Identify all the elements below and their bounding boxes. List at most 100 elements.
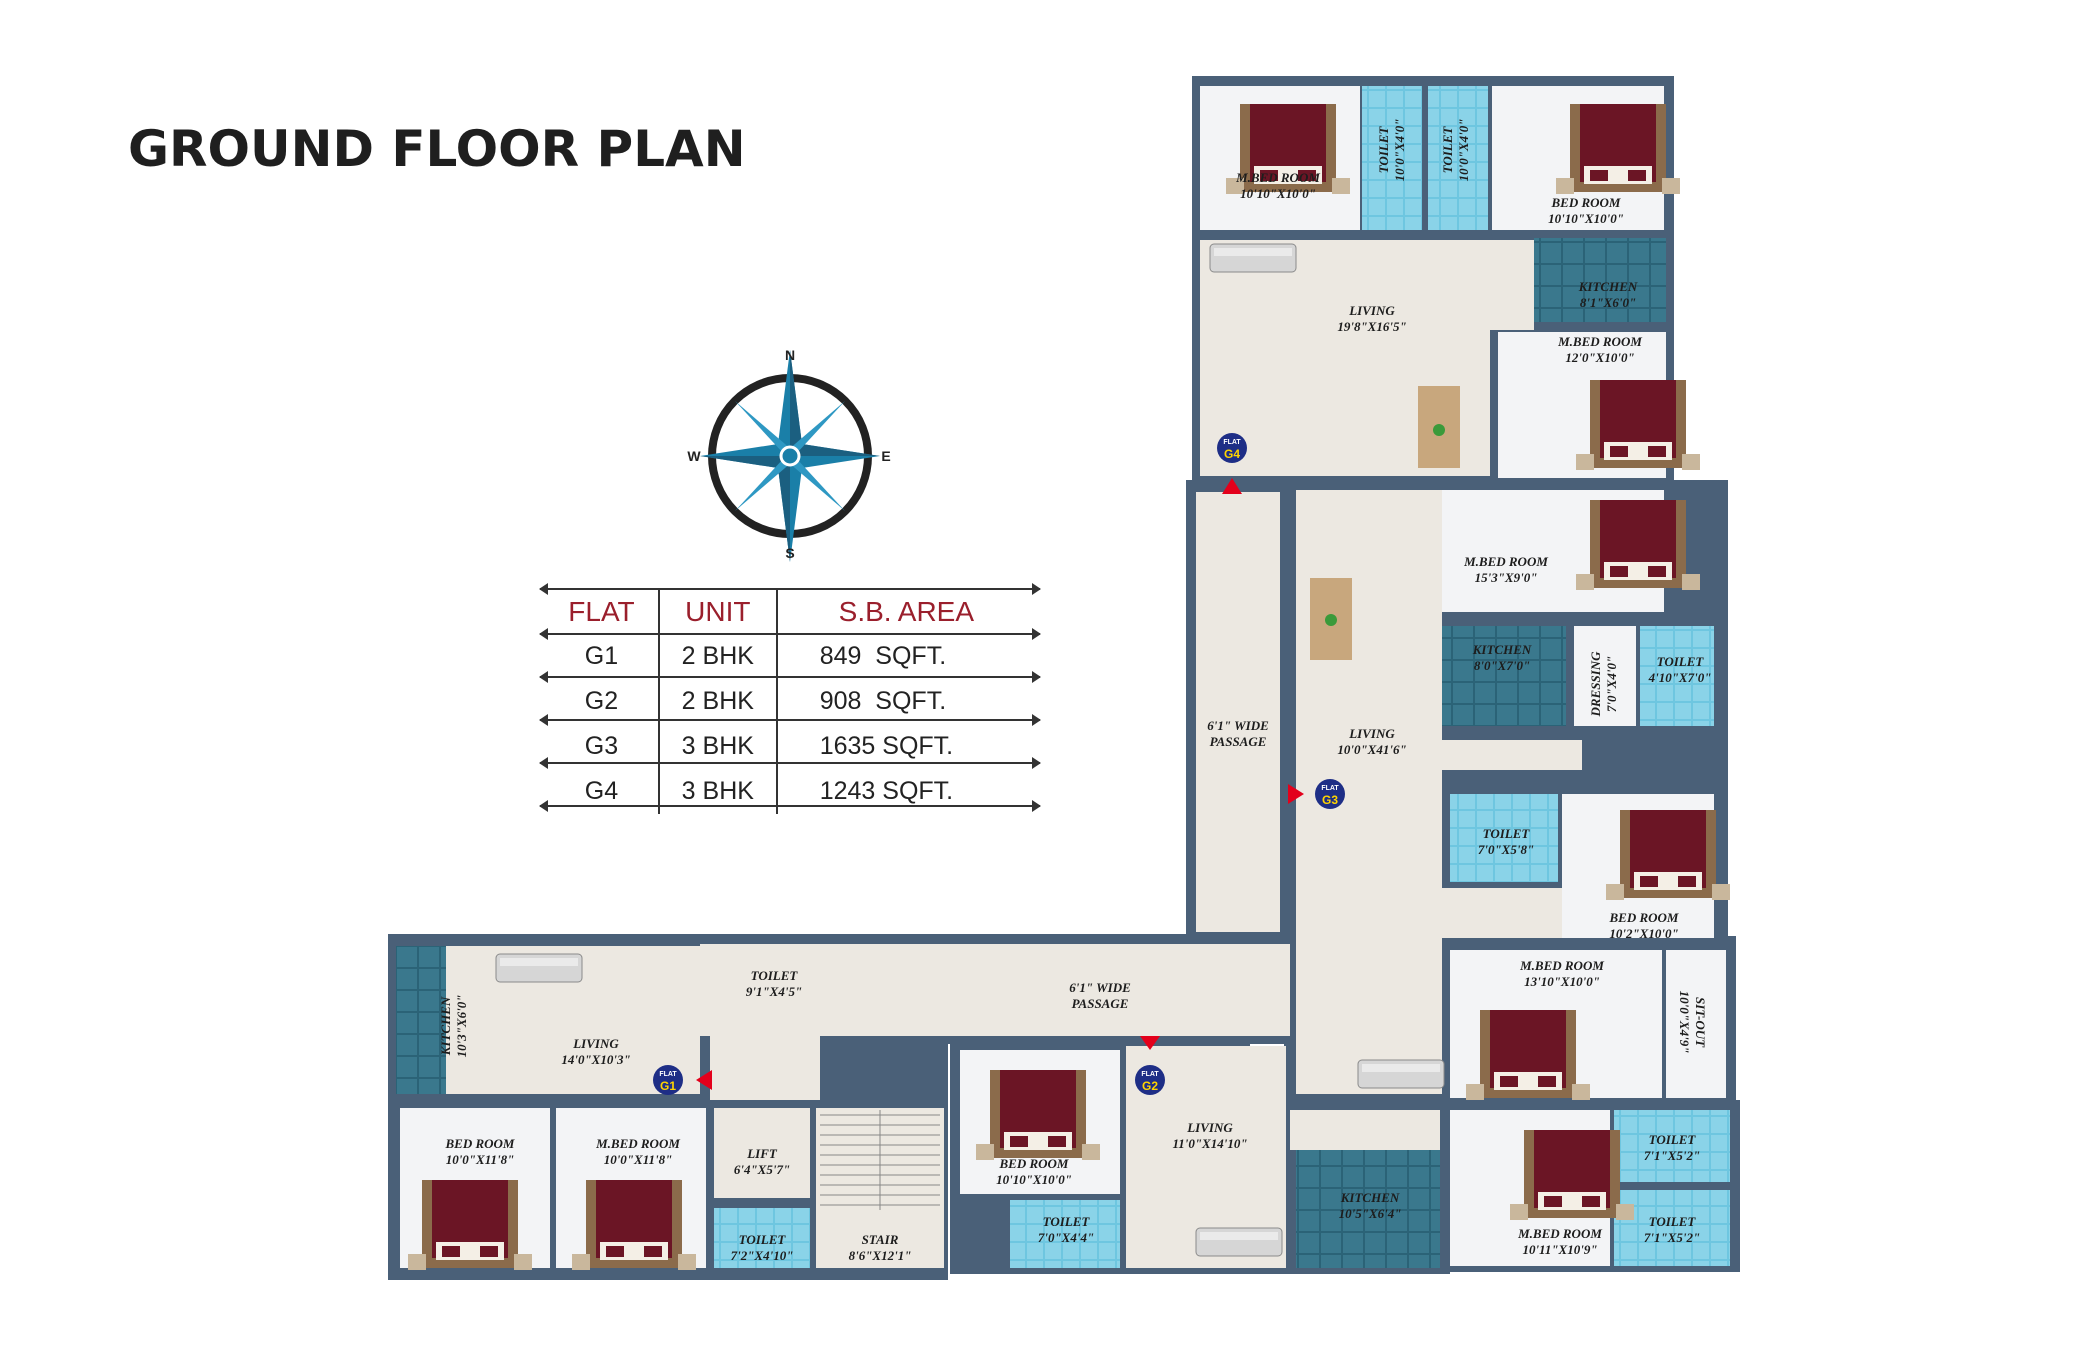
svg-text:G4: G4 (1224, 447, 1240, 461)
header-flat: FLAT (545, 590, 660, 634)
cell-unit: 2 BHK (658, 634, 778, 679)
svg-text:KITCHEN: KITCHEN (438, 996, 453, 1056)
bed-icon (1576, 380, 1700, 470)
passage-h-floor (700, 944, 1290, 1036)
svg-text:8'1"X6'0": 8'1"X6'0" (1580, 295, 1636, 310)
svg-text:11'0"X14'10": 11'0"X14'10" (1172, 1136, 1247, 1151)
svg-text:KITCHEN: KITCHEN (1472, 642, 1532, 657)
svg-text:TOILET: TOILET (739, 1232, 787, 1247)
entry-arrow-icon (696, 1070, 712, 1090)
passage-floor (1196, 492, 1280, 932)
cell-flat: G2 (545, 679, 660, 724)
svg-text:6'1" WIDE: 6'1" WIDE (1207, 718, 1269, 733)
cell-area: 1243 SQFT. (819, 777, 954, 805)
svg-text:8'6"X12'1": 8'6"X12'1" (849, 1248, 912, 1263)
sofa-icon (1209, 243, 1297, 273)
cell-unit: 2 BHK (658, 679, 778, 724)
svg-text:7'2"X4'10": 7'2"X4'10" (731, 1248, 794, 1263)
svg-text:BED ROOM: BED ROOM (1609, 910, 1679, 925)
svg-text:BED ROOM: BED ROOM (1551, 195, 1621, 210)
table-row: G1 2 BHK 849 SQFT. (545, 634, 1035, 679)
page-title: GROUND FLOOR PLAN (128, 120, 746, 178)
room-labels: M.BED ROOM 10'10"X10'0" TOILET 10'0"X4'0… (438, 119, 1711, 1263)
dining-table-icon (1310, 578, 1352, 660)
cell-area: 849 SQFT. (819, 642, 947, 670)
svg-text:10'11"X10'9": 10'11"X10'9" (1522, 1242, 1597, 1257)
svg-text:G1: G1 (660, 1079, 676, 1093)
svg-text:PASSAGE: PASSAGE (1072, 996, 1129, 1011)
svg-text:12'0"X10'0": 12'0"X10'0" (1565, 350, 1634, 365)
svg-text:10'10"X10'0": 10'10"X10'0" (996, 1172, 1072, 1187)
bed-icon (1510, 1130, 1634, 1220)
table-rule (539, 757, 1041, 769)
bed-icon (976, 1070, 1100, 1160)
compass-n: N (785, 347, 795, 363)
svg-text:FLAT: FLAT (1141, 1071, 1159, 1078)
compass-star-icon (700, 350, 880, 562)
svg-text:DRESSING: DRESSING (1588, 651, 1603, 718)
svg-text:M.BED ROOM: M.BED ROOM (595, 1136, 680, 1151)
svg-text:10'3"X6'0": 10'3"X6'0" (454, 995, 469, 1058)
svg-text:TOILET: TOILET (751, 968, 799, 983)
svg-text:13'10"X10'0": 13'10"X10'0" (1524, 974, 1600, 989)
sofa-icon (1357, 1059, 1445, 1089)
svg-text:TOILET: TOILET (1649, 1132, 1697, 1147)
svg-text:4'10"X7'0": 4'10"X7'0" (1648, 670, 1712, 685)
svg-text:7'0"X4'4": 7'0"X4'4" (1038, 1230, 1094, 1245)
svg-text:15'3"X9'0": 15'3"X9'0" (1475, 570, 1538, 585)
compass-s: S (785, 545, 794, 561)
svg-text:LIVING: LIVING (1348, 726, 1395, 741)
svg-text:6'4"X5'7": 6'4"X5'7" (734, 1162, 790, 1177)
svg-text:8'0"X7'0": 8'0"X7'0" (1474, 658, 1530, 673)
bed-icon (408, 1180, 532, 1270)
header-area: S.B. AREA (838, 596, 975, 627)
bed-icon (1466, 1010, 1590, 1100)
svg-text:PASSAGE: PASSAGE (1210, 734, 1267, 749)
flat-badge-g4: FLAT G4 (1217, 433, 1247, 494)
cell-area: 1635 SQFT. (819, 732, 954, 760)
svg-text:KITCHEN: KITCHEN (1578, 279, 1638, 294)
svg-text:TOILET: TOILET (1043, 1214, 1091, 1229)
svg-text:TOILET: TOILET (1657, 654, 1705, 669)
svg-text:7'0"X5'8": 7'0"X5'8" (1478, 842, 1534, 857)
svg-text:LIFT: LIFT (746, 1146, 778, 1161)
cell-flat: G3 (545, 724, 660, 769)
svg-text:19'8"X16'5": 19'8"X16'5" (1337, 319, 1406, 334)
table-rule (539, 628, 1041, 640)
stair-treads (820, 1110, 940, 1210)
table-rule (539, 800, 1041, 812)
svg-text:M.BED ROOM: M.BED ROOM (1517, 1226, 1602, 1241)
cell-area: 908 SQFT. (819, 687, 947, 715)
header-unit: UNIT (658, 590, 778, 634)
svg-text:10'0"X11'8": 10'0"X11'8" (446, 1152, 515, 1167)
table-rule (539, 714, 1041, 726)
svg-text:10'10"X10'0": 10'10"X10'0" (1240, 186, 1316, 201)
svg-text:M.BED ROOM: M.BED ROOM (1557, 334, 1642, 349)
bed-icon (1556, 104, 1680, 194)
flat-badge-g2: FLAT G2 (1135, 1036, 1165, 1095)
svg-text:G2: G2 (1142, 1079, 1158, 1093)
svg-text:6'1" WIDE: 6'1" WIDE (1069, 980, 1131, 995)
svg-text:7'0"X4'0": 7'0"X4'0" (1604, 656, 1619, 712)
area-table: FLAT UNIT S.B. AREA G1 2 BHK 849 SQFT. G… (539, 580, 1041, 814)
svg-text:G3: G3 (1322, 793, 1338, 807)
flat-badge-g1: FLAT G1 (653, 1065, 712, 1095)
svg-text:7'1"X5'2": 7'1"X5'2" (1644, 1148, 1700, 1163)
entry-arrow-icon (1288, 784, 1304, 804)
svg-text:10'0"X41'6": 10'0"X41'6" (1337, 742, 1406, 757)
svg-text:LIVING: LIVING (572, 1036, 619, 1051)
svg-text:BED ROOM: BED ROOM (445, 1136, 515, 1151)
svg-text:BED ROOM: BED ROOM (999, 1156, 1069, 1171)
svg-text:M.BED ROOM: M.BED ROOM (1235, 170, 1320, 185)
svg-text:TOILET: TOILET (1376, 126, 1391, 174)
svg-text:10'0"X4'0": 10'0"X4'0" (1456, 119, 1471, 182)
svg-text:9'1"X4'5": 9'1"X4'5" (746, 984, 802, 999)
svg-text:LIVING: LIVING (1186, 1120, 1233, 1135)
svg-text:TOILET: TOILET (1440, 126, 1455, 174)
table-header-row: FLAT UNIT S.B. AREA (545, 590, 1035, 634)
table-rule (539, 583, 1041, 595)
svg-text:10'0"X4'9": 10'0"X4'9" (1677, 991, 1692, 1054)
table-row: G2 2 BHK 908 SQFT. (545, 679, 1035, 724)
svg-text:FLAT: FLAT (659, 1071, 677, 1078)
